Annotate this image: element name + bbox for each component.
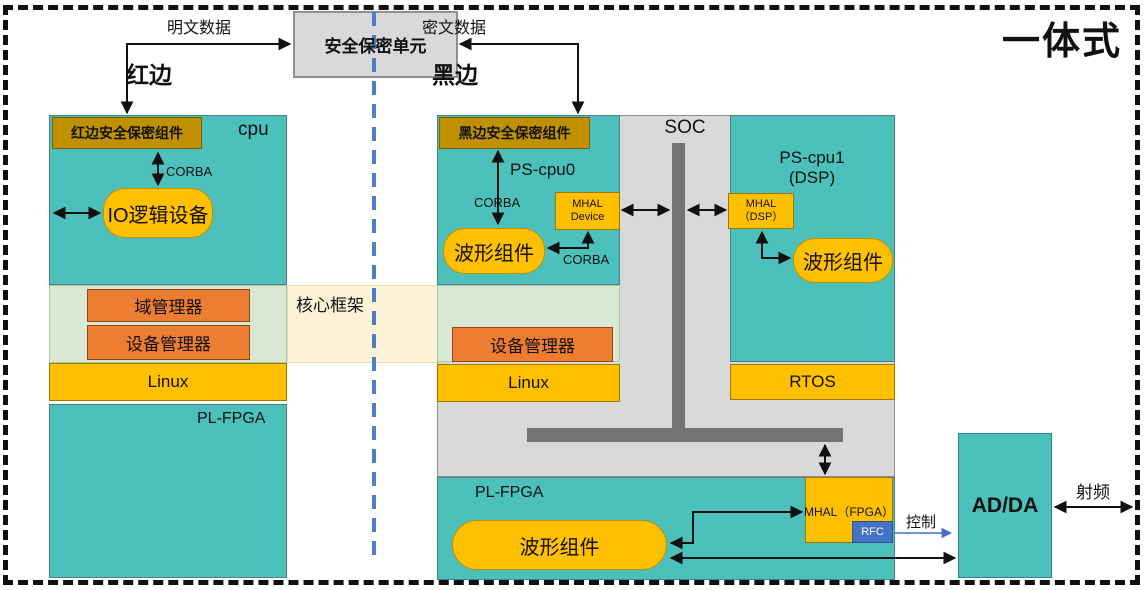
rtos-label: RTOS bbox=[789, 372, 836, 391]
waveform-box-fpga: 波形组件 bbox=[452, 520, 667, 570]
ps-cpu1-name-line1: PS-cpu1 bbox=[779, 148, 845, 167]
device-manager-box-left: 设备管理器 bbox=[87, 325, 250, 360]
linux-label-left: Linux bbox=[147, 372, 189, 391]
soc-vertical-bus bbox=[672, 143, 685, 428]
rfc-label: RFC bbox=[861, 526, 884, 538]
mhal-device-line2: Device bbox=[570, 211, 605, 223]
mhal-fpga-label: MHAL（FPGA） bbox=[804, 505, 895, 519]
plaintext-label: 明文数据 bbox=[166, 20, 231, 37]
corba-label-pscpu0-top: CORBA bbox=[474, 195, 521, 210]
pl-fpga-label-left: PL-FPGA bbox=[197, 410, 266, 427]
soc-label: SOC bbox=[664, 117, 706, 138]
black-side-label: 黑边 bbox=[432, 62, 478, 88]
device-manager-label-right: 设备管理器 bbox=[490, 337, 575, 356]
pl-fpga-block-left bbox=[49, 404, 287, 578]
red-security-component-box: 红边安全保密组件 bbox=[52, 117, 202, 149]
mhal-dsp-line2: （DSP） bbox=[738, 211, 784, 223]
linux-bar-left: Linux bbox=[49, 363, 287, 401]
rfc-box: RFC bbox=[852, 521, 893, 543]
linux-bar-right: Linux bbox=[437, 364, 620, 402]
corba-label-cpu: CORBA bbox=[166, 164, 213, 179]
waveform-box-pscpu0: 波形组件 bbox=[443, 228, 545, 274]
outer-dashed-border bbox=[3, 5, 1140, 585]
waveform-label-fpga: 波形组件 bbox=[519, 536, 600, 559]
corba-label-pscpu0-bottom: CORBA bbox=[563, 252, 610, 267]
ps-cpu1-name-line2: (DSP) bbox=[788, 168, 836, 187]
mhal-device-box: MHAL Device bbox=[555, 192, 620, 230]
adda-box: AD/DA bbox=[958, 433, 1052, 578]
core-framework-label: 核心框架 bbox=[296, 296, 364, 315]
domain-manager-label: 域管理器 bbox=[134, 298, 203, 317]
core-framework-band bbox=[287, 285, 438, 363]
waveform-label-dsp: 波形组件 bbox=[803, 252, 883, 274]
black-security-component-label: 黑边安全保密组件 bbox=[458, 125, 571, 141]
mhal-dsp-line1: MHAL bbox=[745, 198, 777, 210]
rf-label: 射频 bbox=[1076, 483, 1110, 502]
diagram-title: 一体式 bbox=[1001, 21, 1122, 63]
ps-cpu1-label: PS-cpu1 (DSP) bbox=[752, 148, 872, 188]
pl-fpga-label-right: PL-FPGA bbox=[475, 484, 544, 501]
io-logic-device-label: IO逻辑设备 bbox=[107, 204, 209, 227]
linux-label-right: Linux bbox=[508, 373, 549, 392]
red-side-label: 红边 bbox=[126, 62, 172, 88]
red-security-component-label: 红边安全保密组件 bbox=[71, 125, 183, 141]
device-manager-label-left: 设备管理器 bbox=[126, 335, 211, 354]
waveform-label-pscpu0: 波形组件 bbox=[454, 242, 534, 265]
cpu-label: cpu bbox=[238, 119, 269, 140]
io-logic-device-box: IO逻辑设备 bbox=[103, 188, 213, 238]
black-security-component-box: 黑边安全保密组件 bbox=[439, 117, 590, 149]
rtos-bar: RTOS bbox=[730, 364, 895, 400]
domain-manager-box: 域管理器 bbox=[87, 289, 250, 322]
device-manager-box-right: 设备管理器 bbox=[452, 327, 613, 362]
waveform-box-dsp: 波形组件 bbox=[793, 238, 893, 283]
ciphertext-label: 密文数据 bbox=[421, 20, 486, 37]
mhal-dsp-box: MHAL （DSP） bbox=[728, 193, 794, 229]
soc-horizontal-bus bbox=[527, 428, 843, 442]
ps-cpu0-label: PS-cpu0 bbox=[510, 160, 576, 179]
control-label: 控制 bbox=[906, 514, 937, 531]
mhal-device-line1: MHAL bbox=[572, 198, 603, 210]
adda-label: AD/DA bbox=[971, 493, 1039, 517]
